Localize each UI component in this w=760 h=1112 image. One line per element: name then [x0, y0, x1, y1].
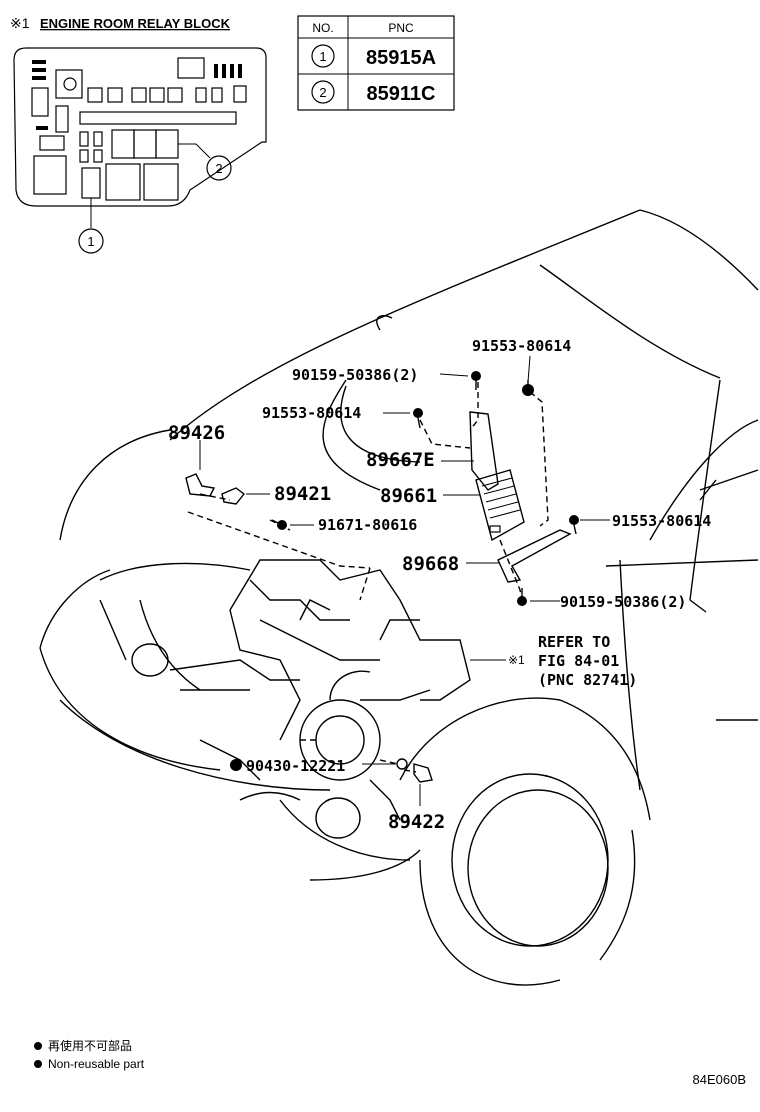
table-header-pnc: PNC [388, 21, 414, 35]
relay [111, 129, 135, 159]
fuse [214, 64, 218, 78]
row-2-pnc: 85911C [367, 83, 436, 105]
component [93, 149, 103, 163]
legend-line-2: Non-reusable part [48, 1057, 145, 1071]
component [79, 149, 89, 163]
component [36, 126, 48, 130]
component [93, 131, 103, 147]
table-header-no: NO. [312, 21, 333, 35]
component [79, 131, 89, 147]
component [149, 87, 165, 103]
callout-1-circle [78, 228, 104, 254]
legend: 再使用不可部品 Non-reusable part [34, 1038, 145, 1071]
component [107, 87, 123, 103]
callout-2-number: 2 [215, 161, 222, 176]
label-89421: 89421 [274, 483, 331, 505]
pnc-table-border [297, 15, 455, 111]
bolt-91553-right [569, 515, 579, 535]
row-1-circle [311, 44, 335, 68]
component [195, 87, 207, 103]
fuse [222, 64, 226, 78]
fuse [238, 64, 242, 78]
relay-block-outline [13, 47, 267, 207]
bolt-90159-bottom [517, 588, 527, 606]
row-1-no: 1 [319, 49, 326, 64]
relay-connector [55, 69, 83, 99]
callout-1-number: 1 [87, 234, 94, 249]
component [31, 87, 49, 117]
assembly-lines [187, 382, 549, 773]
relay-block-title: ENGINE ROOM RELAY BLOCK [40, 16, 231, 31]
bolt-90159-top [471, 371, 481, 390]
bracket-89667e [469, 411, 499, 491]
label-91553-right: 91553-80614 [612, 512, 711, 530]
label-89426: 89426 [168, 422, 225, 444]
fuse [32, 68, 46, 72]
figure-id: 84E060B [693, 1072, 747, 1087]
relay-block-inset: ※1 ENGINE ROOM RELAY BLOCK [10, 15, 267, 254]
component [87, 87, 103, 103]
sensor-89422 [413, 763, 433, 783]
callout-2-circle [206, 155, 232, 181]
component [167, 87, 183, 103]
legend-line-1: 再使用不可部品 [48, 1038, 132, 1053]
fuse [32, 60, 46, 64]
label-91671: 91671-80616 [318, 516, 417, 534]
row-2-circle [311, 80, 335, 104]
relay [143, 163, 179, 201]
bracket-89668 [497, 529, 572, 583]
ecu-89661 [475, 469, 525, 542]
label-90430: 90430-12221 [246, 757, 345, 775]
component [131, 87, 147, 103]
component [211, 87, 223, 103]
vehicle-body-art [39, 209, 759, 986]
row-1-pnc: 85915A [366, 47, 436, 69]
refer-note: ※1 REFER TO FIG 84-01 (PNC 82741) [508, 633, 637, 689]
label-90159-bottom: 90159-50386(2) [560, 593, 686, 611]
bolt-91553-mid [413, 408, 423, 429]
refer-mark: ※1 [508, 653, 525, 667]
pnc-table: NO. PNC 1 85915A 2 85911C [297, 15, 455, 111]
row-2-no: 2 [319, 85, 326, 100]
relay [105, 163, 141, 201]
component [177, 57, 205, 79]
label-91553-mid: 91553-80614 [262, 404, 361, 422]
legend-bullet [34, 1060, 42, 1068]
label-89667e: 89667E [366, 449, 435, 471]
leader-lines [199, 355, 610, 806]
non-reusable-marker [230, 759, 242, 771]
gasket-90430 [396, 758, 408, 770]
fuse [230, 64, 234, 78]
bracket-89426 [185, 473, 216, 497]
relay [133, 129, 157, 159]
label-89668: 89668 [402, 553, 459, 575]
component [55, 105, 69, 133]
legend-bullet [34, 1042, 42, 1050]
refer-line-1: REFER TO [538, 633, 610, 651]
relay [155, 129, 179, 159]
label-89661: 89661 [380, 485, 437, 507]
bolt-91671 [271, 519, 287, 530]
connector-hole [63, 77, 77, 91]
bolt-91553-top-right [522, 380, 534, 396]
fuse-row [79, 111, 237, 125]
refer-line-3: (PNC 82741) [538, 671, 637, 689]
fuse [32, 76, 46, 80]
label-89422: 89422 [388, 811, 445, 833]
relay [33, 155, 67, 195]
sensor-89421 [221, 487, 245, 505]
label-90159-top: 90159-50386(2) [292, 366, 418, 384]
component [39, 135, 65, 151]
refer-line-2: FIG 84-01 [538, 652, 619, 670]
part-labels: 90159-50386(2) 91553-80614 91553-80614 8… [168, 337, 711, 833]
label-91553-top-right: 91553-80614 [472, 337, 571, 355]
parts [185, 371, 579, 783]
relay-item-1 [81, 167, 101, 199]
callout-2-leader [178, 143, 211, 159]
relay-block-title-mark: ※1 [10, 15, 30, 31]
component [233, 85, 247, 103]
